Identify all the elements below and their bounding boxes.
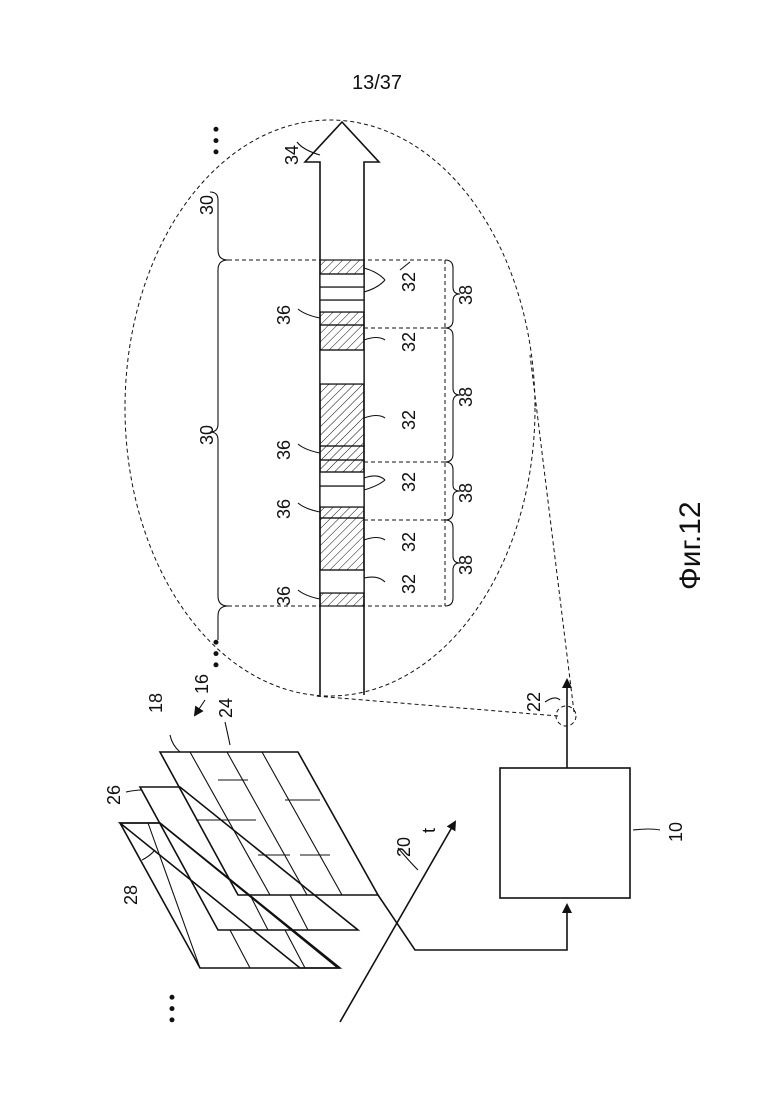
label-32-f: 32 [399,574,419,594]
label-32-a: 32 [399,272,419,292]
input-connection [378,895,567,950]
label-26: 26 [104,785,124,805]
payload-packet [320,350,364,384]
ellipsis-stack: • • • [162,994,182,1023]
label-32-d: 32 [399,472,419,492]
prefix-packet [320,593,364,606]
payload-packet [320,472,364,486]
label-30-top: 30 [197,195,217,215]
payload-packet [320,274,364,287]
prefix-packet [320,312,364,325]
encoder-box [500,768,630,898]
label-28: 28 [121,885,141,905]
label-38-d: 38 [456,555,476,575]
payload-packet [320,325,364,350]
payload-packet [320,486,364,507]
label-18: 18 [146,693,166,713]
slice-grid [190,752,342,895]
payload-packet [320,570,364,593]
prefix-packet [320,507,364,518]
picture-18 [160,752,378,895]
label-38-a: 38 [456,285,476,305]
reference-labels: 30 30 34 36 36 36 36 32 32 32 32 32 32 3… [104,145,686,905]
magnifier-circle [556,706,576,726]
label-30-middle: 30 [197,425,217,445]
figure-caption: Фиг.12 [674,501,707,590]
payload-packet [320,300,364,312]
packets [320,260,364,606]
label-32-c: 32 [399,410,419,430]
label-36-b: 36 [274,440,294,460]
label-36-a: 36 [274,305,294,325]
label-32-e: 32 [399,532,419,552]
ellipsis-bottom: • • • [206,639,226,668]
label-36-c: 36 [274,499,294,519]
label-34: 34 [282,145,302,165]
prefix-packet [320,460,364,472]
picture-stack [120,752,378,968]
payload-packet [320,260,364,274]
payload-packet [320,384,364,446]
ellipsis-top: • • • [206,126,226,155]
payload-packet [320,287,364,300]
label-20: 20 [394,837,414,857]
time-symbol: t [419,828,439,833]
label-32-b: 32 [399,332,419,352]
prefix-packet [320,446,364,460]
label-22: 22 [524,692,544,712]
label-38-c: 38 [456,483,476,503]
label-10: 10 [666,822,686,842]
label-36-d: 36 [274,586,294,606]
label-38-b: 38 [456,387,476,407]
payload-packet [320,518,364,570]
label-16: 16 [192,674,212,694]
label-24: 24 [216,698,236,718]
